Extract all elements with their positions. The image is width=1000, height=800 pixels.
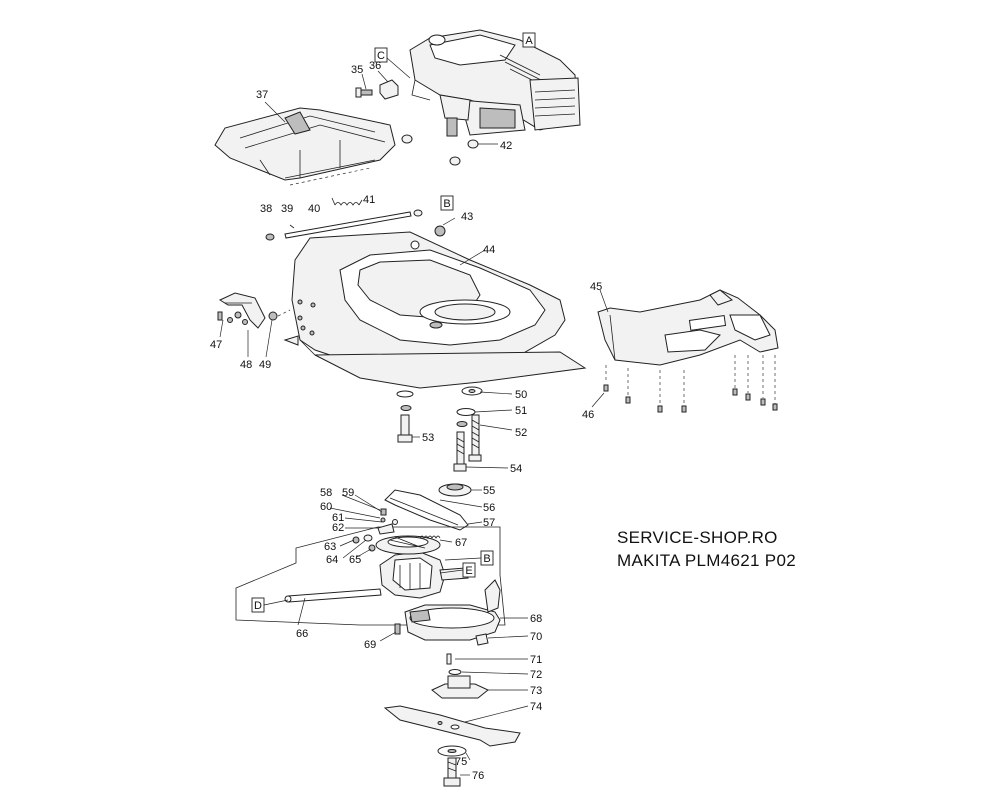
label-58: 58 [320,487,332,499]
label-76: 76 [472,770,484,782]
belt-57 [384,489,469,531]
blade-housing-68 [404,579,501,641]
bracket-36 [379,79,399,100]
label-44: 44 [483,244,495,256]
bolt-53 [397,414,413,443]
nut-42 [401,134,479,166]
bolt-76 [443,757,461,787]
bushing-43 [434,225,446,237]
blade-adapter-73 [431,675,489,699]
label-38: 38 [260,203,272,215]
screw-69 [394,623,401,635]
box-label-E-text: E [465,565,472,577]
label-67: 67 [455,537,467,549]
pin-71 [446,653,452,665]
washer-72 [448,669,462,675]
label-53: 53 [422,432,434,444]
box-label-B-top-text: B [443,198,450,210]
label-49: 49 [259,359,271,371]
label-47: 47 [210,339,222,351]
label-59: 59 [342,487,354,499]
label-41: 41 [363,194,375,206]
small-parts-58-65 [352,508,398,552]
drive-shaft-66 [284,588,382,603]
label-68: 68 [530,613,542,625]
axle-rod-40 [265,209,423,241]
box-label-B-lower-text: B [483,553,490,565]
label-39: 39 [281,203,293,215]
gearbox-housing [375,535,469,599]
label-61: 61 [332,512,344,524]
label-74: 74 [530,701,542,713]
label-50: 50 [515,389,527,401]
label-71: 71 [530,654,542,666]
label-45: 45 [590,281,602,293]
wheel-bracket-48 [218,292,266,329]
label-72: 72 [530,669,542,681]
box-label-A-text: A [525,35,533,47]
box-label-C-text: C [377,50,385,62]
mower-deck-44 [283,231,587,389]
label-60: 60 [320,501,332,513]
blade-74 [383,705,521,747]
label-66: 66 [296,628,308,640]
label-57: 57 [483,517,495,529]
box-label-D-text: D [254,600,262,612]
label-56: 56 [483,502,495,514]
bolt-54 [453,431,467,472]
box-label-B-top [440,195,454,211]
top-cover-37 [214,107,396,186]
nut-49 [268,311,278,321]
source-watermark-line1: SERVICE-SHOP.RO [617,528,778,547]
label-62: 62 [332,522,344,534]
label-51: 51 [515,405,527,417]
label-64: 64 [326,554,338,566]
screws-46 [603,355,778,413]
label-63: 63 [324,541,336,553]
spring-67 [419,535,441,539]
nut-70 [475,633,489,646]
pulley-55 [438,483,472,497]
label-43: 43 [461,211,473,223]
label-65: 65 [349,554,361,566]
screw-47 [217,311,223,321]
label-75: 75 [455,756,467,768]
label-35: 35 [351,64,363,76]
engine-assembly [409,29,581,137]
label-42: 42 [500,140,512,152]
washers-51 [400,405,476,427]
rear-flap-45 [597,289,779,366]
label-73: 73 [530,685,542,697]
washers-50 [396,386,483,398]
label-55: 55 [483,485,495,497]
label-40: 40 [308,203,320,215]
bolt-35 [355,87,373,98]
washer-75 [437,745,467,757]
label-36: 36 [369,60,381,72]
label-48: 48 [240,359,252,371]
label-52: 52 [515,427,527,439]
bolt-52 [468,414,482,462]
spring-41 [331,197,363,206]
label-69: 69 [364,639,376,651]
box-label-A [522,32,536,48]
label-70: 70 [530,631,542,643]
model-title-line2: MAKITA PLM4621 P02 [617,551,796,570]
label-37: 37 [256,89,268,101]
box-label-C [374,47,388,63]
label-46: 46 [582,409,594,421]
label-54: 54 [510,463,522,475]
